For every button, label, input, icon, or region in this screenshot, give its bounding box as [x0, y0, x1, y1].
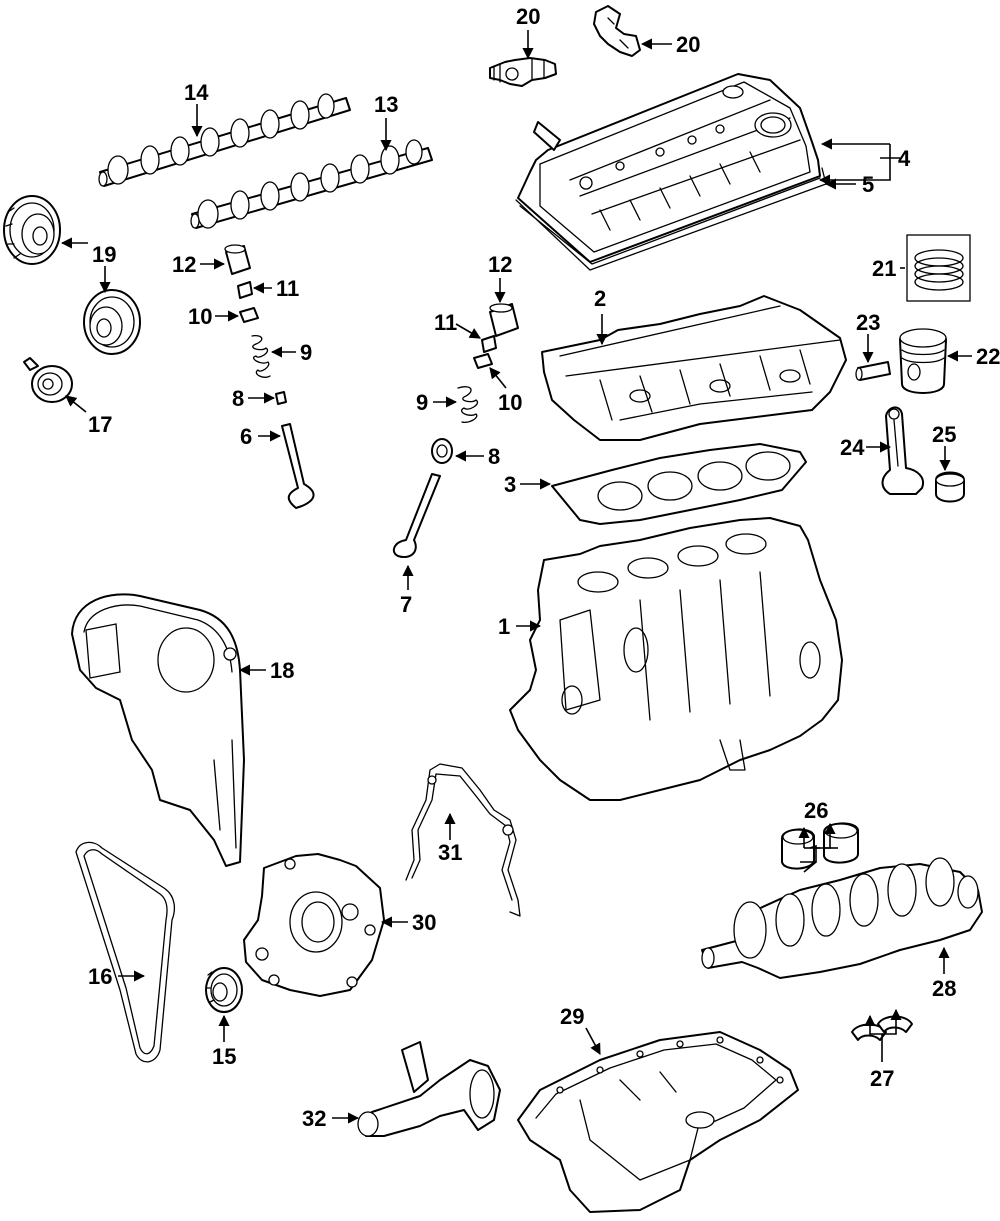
callout-8-left: 8: [232, 386, 244, 411]
callout-3: 3: [504, 472, 516, 497]
callout-22: 22: [976, 344, 1000, 369]
callout-7: 7: [400, 592, 412, 617]
callout-24: 24: [840, 435, 865, 460]
cam-phaser-lower: [83, 289, 141, 355]
crankshaft: [701, 857, 983, 979]
valve-cover: [517, 73, 821, 263]
callout-1: 1: [498, 614, 510, 639]
leader-lines: [60, 30, 972, 1124]
timing-cover: [71, 593, 245, 867]
callout-4: 4: [898, 146, 911, 171]
callout-27: 27: [870, 1066, 894, 1091]
timing-belt: [75, 841, 176, 1063]
cam-phaser-upper: [3, 195, 61, 265]
crank-sprocket: [205, 967, 243, 1013]
callout-23: 23: [856, 310, 880, 335]
oil-pickup-tube: [357, 1041, 501, 1137]
callout-11-right: 11: [434, 310, 457, 335]
callout-15: 15: [212, 1044, 236, 1069]
callout-14: 14: [184, 80, 209, 105]
callout-20-left: 20: [516, 4, 540, 29]
oil-pan: [517, 1031, 799, 1213]
rod-bearing: [935, 471, 965, 503]
callout-8-right: 8: [488, 444, 500, 469]
valve-train-right: [392, 303, 519, 558]
callout-10-right: 10: [498, 390, 522, 415]
cylinder-head: [541, 295, 847, 441]
callout-28: 28: [932, 976, 956, 1001]
callout-9-right: 9: [416, 390, 428, 415]
callout-12-right: 12: [488, 252, 512, 277]
callout-2: 2: [594, 286, 606, 311]
camshaft-14: [98, 93, 351, 187]
callout-13: 13: [374, 92, 398, 117]
thrust-washers: [851, 1015, 913, 1041]
head-gasket: [551, 443, 807, 525]
camshaft-13: [190, 139, 433, 229]
callout-11-left: 11: [276, 276, 299, 301]
callout-5: 5: [862, 172, 874, 197]
vvt-solenoid-right: [593, 5, 641, 57]
callout-17: 17: [88, 412, 112, 437]
callout-32: 32: [302, 1106, 326, 1131]
callout-20-right: 20: [676, 32, 700, 57]
callout-9-left: 9: [300, 340, 312, 365]
piston-ring-set: [906, 234, 971, 302]
callout-18: 18: [270, 658, 294, 683]
engine-block: [509, 517, 843, 801]
connecting-rod: [881, 406, 924, 495]
callout-26: 26: [804, 798, 828, 823]
callout-30: 30: [412, 910, 436, 935]
callout-19: 19: [92, 242, 116, 267]
callout-labels: 1 2 3 4 5 6 7 8 8 9 9 10 10 11 11 12 12 …: [88, 4, 1000, 1131]
callout-29: 29: [560, 1004, 584, 1029]
callout-21: 21: [872, 256, 896, 281]
callout-31: 31: [438, 840, 462, 865]
belt-tensioner: [23, 357, 73, 403]
callout-12-left: 12: [172, 252, 196, 277]
callout-10-left: 10: [188, 304, 212, 329]
valve-train-left: [224, 244, 315, 509]
main-bearings: [781, 822, 859, 870]
seal-gasket: [405, 763, 521, 917]
oil-pump: [243, 853, 385, 997]
callout-6: 6: [240, 424, 252, 449]
piston-pin: [855, 361, 891, 381]
callout-16: 16: [88, 964, 112, 989]
piston: [899, 328, 947, 394]
vvt-solenoid-left: [489, 57, 557, 87]
callout-25: 25: [932, 422, 956, 447]
